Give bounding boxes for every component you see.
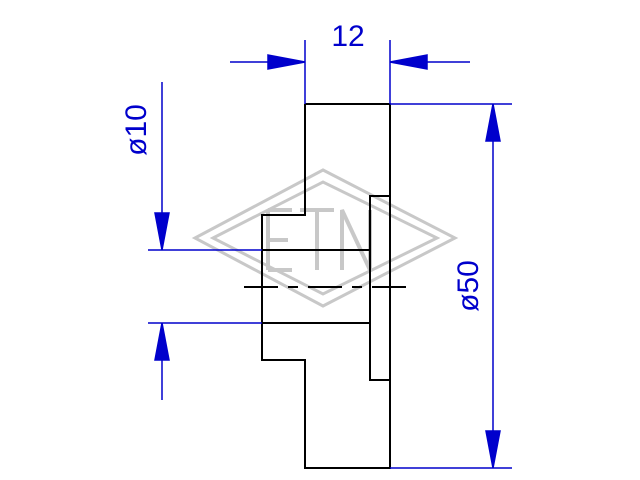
watermark-inner-diamond (209, 180, 441, 296)
dimension-lines (148, 40, 512, 469)
etn-watermark-logo (191, 168, 459, 308)
outer-diameter-dimension (390, 103, 512, 469)
width-arrow-right (389, 54, 428, 70)
part-outline (244, 103, 410, 469)
outer-arrow-top (485, 103, 501, 142)
width-dimension (230, 40, 470, 104)
width-arrow-left (267, 54, 306, 70)
hole-arrow-bottom (154, 322, 170, 361)
width-dimension-label: 12 (331, 20, 364, 53)
hole-diameter-label: ø10 (120, 104, 153, 156)
hole-diameter-dimension (148, 82, 262, 400)
watermark-outer-diamond (191, 168, 459, 308)
outer-arrow-bottom (485, 430, 501, 469)
hole-arrow-top (154, 212, 170, 251)
outer-diameter-label: ø50 (452, 260, 485, 312)
watermark-letters (266, 208, 372, 272)
